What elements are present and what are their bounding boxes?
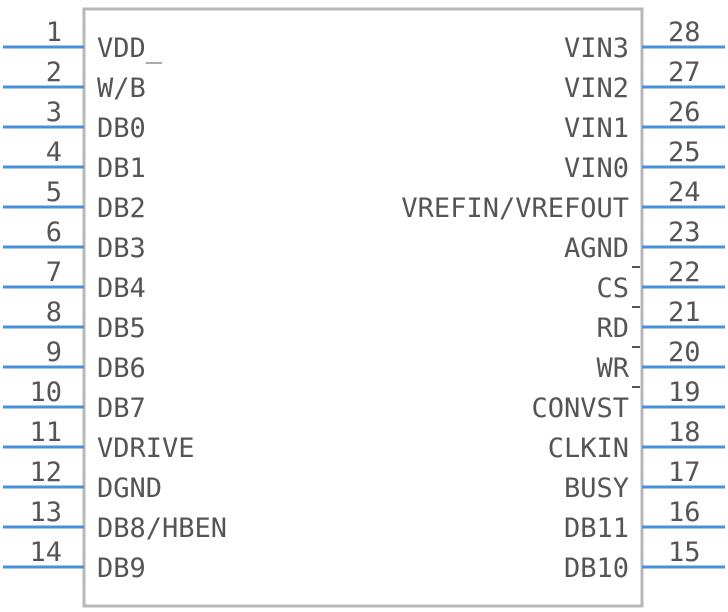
- pin-18-number: 18: [668, 417, 701, 448]
- pin-9-label: DB6: [97, 353, 146, 384]
- pin-23-label: AGND: [564, 233, 629, 264]
- pin-27-label: VIN2: [564, 73, 629, 104]
- pin-8-label: DB5: [97, 313, 146, 344]
- pin-14-number: 14: [29, 537, 62, 568]
- pin-2-number: 2: [46, 57, 62, 88]
- pin-19-number: 19: [668, 377, 701, 408]
- pin-2-label: W/B: [97, 73, 146, 104]
- pin-6-label: DB3: [97, 233, 146, 264]
- pin-22-number: 22: [668, 257, 701, 288]
- pin-22-label: CS: [596, 273, 629, 304]
- pin-5-label: DB2: [97, 193, 146, 224]
- pin-21-number: 21: [668, 297, 701, 328]
- pin-17-label: BUSY: [564, 473, 629, 504]
- pin-7-number: 7: [46, 257, 62, 288]
- pin-28-label: VIN3: [564, 33, 629, 64]
- pin-20-number: 20: [668, 337, 701, 368]
- pin-21-label: RD: [596, 313, 629, 344]
- pin-1-label: VDD_: [97, 33, 163, 64]
- pin-11-number: 11: [29, 417, 62, 448]
- pin-6-number: 6: [46, 217, 62, 248]
- pin-28-number: 28: [668, 17, 701, 48]
- pin-16-number: 16: [668, 497, 701, 528]
- pin-26-number: 26: [668, 97, 701, 128]
- pin-19-label: CONVST: [531, 393, 629, 424]
- pin-8-number: 8: [46, 297, 62, 328]
- pin-17-number: 17: [668, 457, 701, 488]
- pin-27-number: 27: [668, 57, 701, 88]
- pin-4-label: DB1: [97, 153, 146, 184]
- pin-12-number: 12: [29, 457, 62, 488]
- pin-7-label: DB4: [97, 273, 146, 304]
- pin-13-label: DB8/HBEN: [97, 513, 227, 544]
- pin-1-number: 1: [46, 17, 62, 48]
- pin-25-label: VIN0: [564, 153, 629, 184]
- pin-20-label: WR: [596, 353, 629, 384]
- pin-11-label: VDRIVE: [97, 433, 195, 464]
- pin-18-label: CLKIN: [548, 433, 629, 464]
- pin-16-label: DB11: [564, 513, 629, 544]
- pin-15-number: 15: [668, 537, 701, 568]
- pin-15-label: DB10: [564, 553, 629, 584]
- pin-3-label: DB0: [97, 113, 146, 144]
- pin-3-number: 3: [46, 97, 62, 128]
- pin-12-label: DGND: [97, 473, 162, 504]
- pin-9-number: 9: [46, 337, 62, 368]
- pin-23-number: 23: [668, 217, 701, 248]
- pin-25-number: 25: [668, 137, 701, 168]
- pin-5-number: 5: [46, 177, 62, 208]
- pin-13-number: 13: [29, 497, 62, 528]
- pin-24-label: VREFIN/VREFOUT: [401, 193, 629, 224]
- pin-10-label: DB7: [97, 393, 146, 424]
- pin-26-label: VIN1: [564, 113, 629, 144]
- pin-14-label: DB9: [97, 553, 146, 584]
- pin-10-number: 10: [29, 377, 62, 408]
- ic-body: [82, 7, 644, 608]
- pin-4-number: 4: [46, 137, 62, 168]
- pin-24-number: 24: [668, 177, 701, 208]
